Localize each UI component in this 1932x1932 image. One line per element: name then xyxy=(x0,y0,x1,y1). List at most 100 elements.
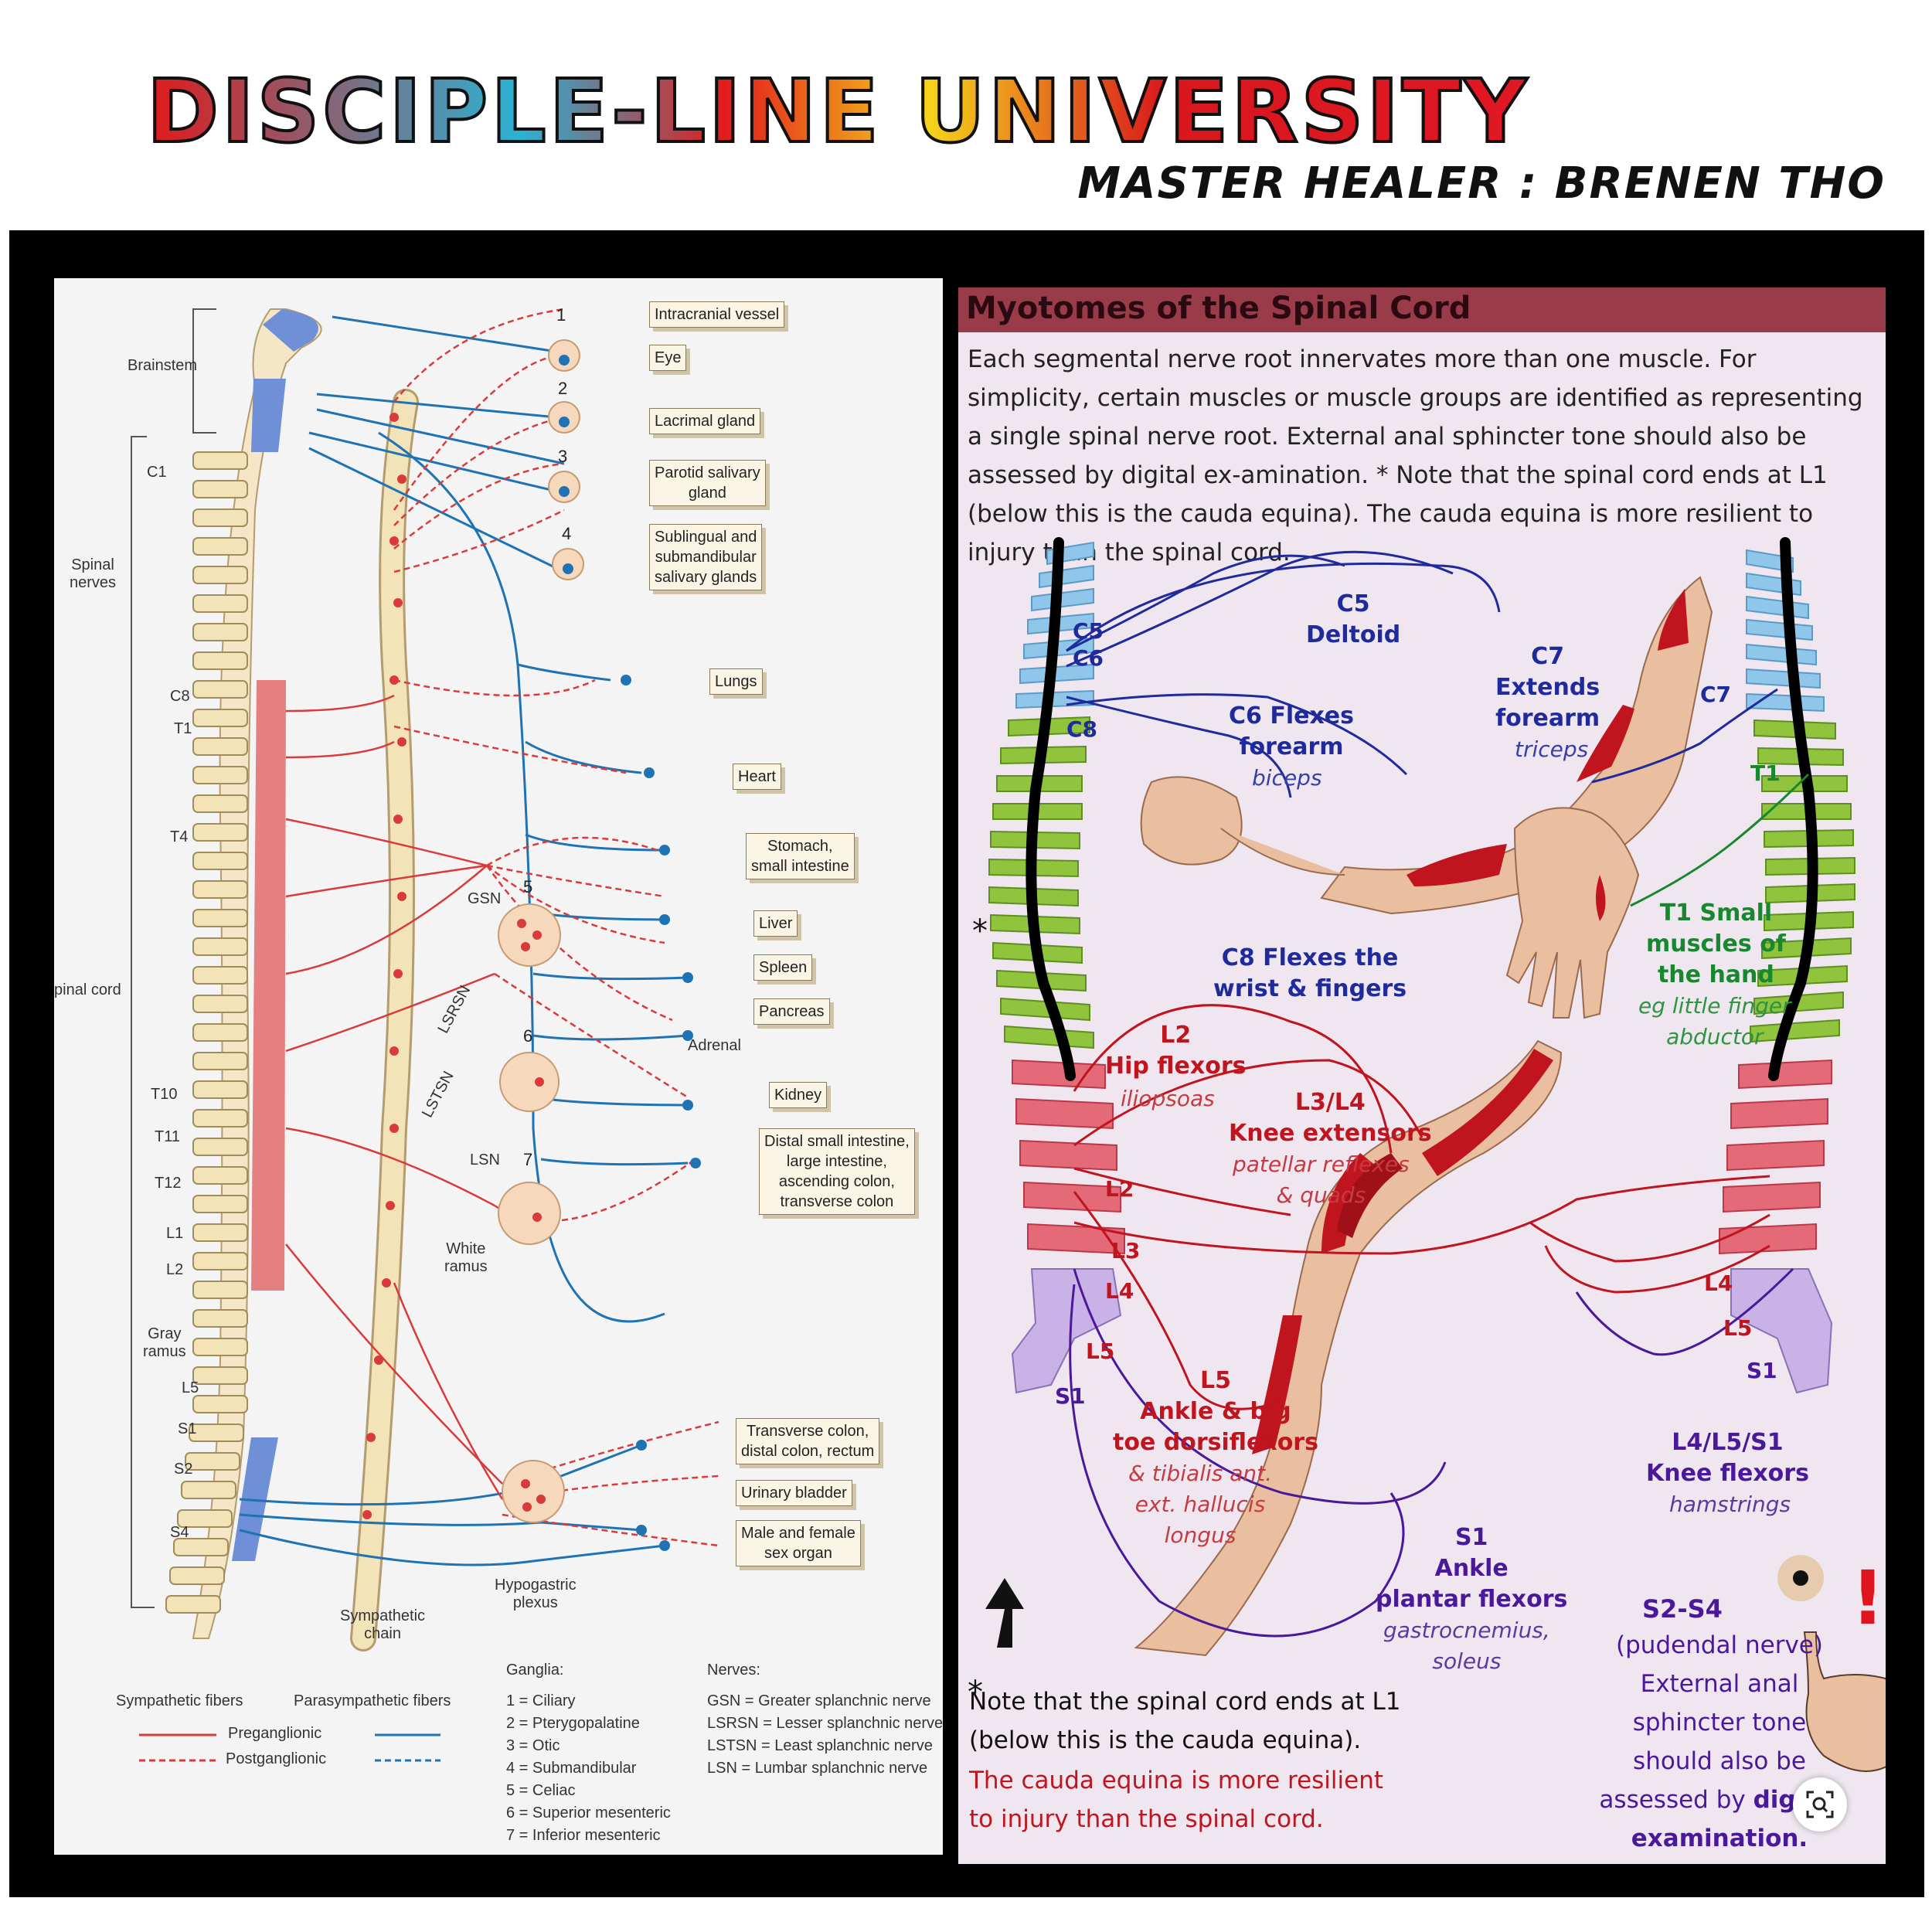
vertebral-column xyxy=(165,451,248,1614)
legend-ganglia-3: 3 = Otic xyxy=(506,1737,560,1754)
ganglion-number-2: 2 xyxy=(558,379,568,398)
ganglion-number-4: 4 xyxy=(562,524,572,543)
level-t1: T1 xyxy=(174,720,192,737)
myotome-c7-muscle: triceps xyxy=(1515,736,1589,762)
legend-ganglia-7: 7 = Inferior mesenteric xyxy=(506,1827,661,1844)
legend-nerves-title: Nerves: xyxy=(707,1662,760,1679)
myotome-c5-title: C5 Deltoid xyxy=(1306,590,1401,648)
level-l2: L2 xyxy=(166,1261,184,1278)
organ-lacrimal-gland: Lacrimal gland xyxy=(649,408,761,434)
level-t12: T12 xyxy=(155,1175,182,1192)
level-s1: S1 xyxy=(178,1420,197,1437)
level-c1: C1 xyxy=(147,464,167,481)
level-t11: T11 xyxy=(155,1128,180,1145)
legend-postganglionic: Postganglionic xyxy=(226,1750,327,1767)
myotomes-intro: Each segmental nerve root innervates mor… xyxy=(968,345,1863,566)
right-seg-s1: S1 xyxy=(1747,1358,1777,1383)
leg-illustration xyxy=(1134,1039,1563,1657)
myotome-s1-muscle: gastrocnemius, soleus xyxy=(1383,1617,1550,1674)
myotomes-title-bar xyxy=(958,287,1886,332)
organ-transverse-colon-rectum: Transverse colon, distal colon, rectum xyxy=(736,1418,880,1464)
exclamation-mark: ! xyxy=(1851,1555,1885,1641)
myotome-l34-muscle: patellar reflexes & quads xyxy=(1233,1151,1410,1208)
myotome-l2-muscle: iliopsoas xyxy=(1121,1086,1215,1111)
label-spinal-cord: pinal cord xyxy=(54,981,121,998)
ganglion-number-5: 5 xyxy=(523,877,533,896)
left-seg-c6: C6 xyxy=(1073,645,1104,671)
cord-end-asterisk: * xyxy=(972,913,988,949)
ganglion-number-1: 1 xyxy=(556,305,566,325)
left-seg-l5: L5 xyxy=(1086,1338,1115,1364)
right-seg-t1: T1 xyxy=(1750,760,1781,786)
brainstem-blue-region xyxy=(263,309,318,352)
organ-lungs: Lungs xyxy=(709,668,763,695)
organ-intracranial-vessel: Intracranial vessel xyxy=(649,301,785,328)
myotome-s2s4-title: S2-S4 xyxy=(1642,1594,1723,1624)
sympathetic-preganglionic-fibers xyxy=(285,694,504,1500)
level-s4: S4 xyxy=(170,1524,189,1541)
ganglion-number-6: 6 xyxy=(523,1026,533,1046)
legend-ganglia-5: 5 = Celiac xyxy=(506,1782,576,1799)
myotome-c8-title: C8 Flexes the wrist & fingers xyxy=(1213,944,1407,1002)
ganglion-number-3: 3 xyxy=(558,447,568,466)
thoracolumbar-red-region xyxy=(251,680,286,1291)
organ-urinary-bladder: Urinary bladder xyxy=(736,1480,852,1506)
up-arrow-icon xyxy=(985,1578,1024,1648)
left-seg-l2: L2 xyxy=(1105,1176,1134,1202)
legend-ganglia-2: 2 = Pterygopalatine xyxy=(506,1715,640,1732)
note-text-black: Note that the spinal cord ends at L1 (be… xyxy=(969,1688,1401,1754)
level-l1: L1 xyxy=(166,1225,184,1242)
label-lsn: LSN xyxy=(470,1151,500,1168)
myotome-c7-title: C7 Extends forearm xyxy=(1495,643,1600,732)
note-asterisk: * xyxy=(968,1675,983,1710)
label-sympathetic-chain: Sympathetic chain xyxy=(340,1607,426,1642)
left-seg-c5: C5 xyxy=(1073,618,1104,644)
sympathetic-postganglionic-fibers xyxy=(393,308,719,1547)
myotome-s1-title: S1 Ankle plantar flexors xyxy=(1376,1524,1568,1613)
myotome-l5-title: L5 Ankle & big toe dorsiflexors xyxy=(1113,1367,1318,1456)
page-title: Disciple-Line University xyxy=(145,60,1847,164)
left-seg-s1: S1 xyxy=(1055,1383,1086,1409)
right-seg-l4: L4 xyxy=(1704,1270,1733,1296)
organ-sublingual-submandibular-glands: Sublingual and submandibular salivary gl… xyxy=(649,524,763,590)
hand-illustration xyxy=(1505,807,1640,1019)
label-gsn: GSN xyxy=(468,890,502,907)
organ-distal-small-intestine: Distal small intestine, large intestine,… xyxy=(759,1128,915,1215)
ganglion-number-7: 7 xyxy=(523,1150,533,1169)
myotome-t1-title: T1 Small muscles of the hand xyxy=(1646,900,1786,988)
page-subtitle: Master Healer : BRENEN THO xyxy=(1077,158,1886,209)
myotome-t1-muscle: eg little finger abductor xyxy=(1638,993,1791,1049)
legend-nerve-gsn: GSN = Greater splanchnic nerve xyxy=(707,1692,931,1709)
level-s2: S2 xyxy=(174,1461,193,1478)
myotome-l34-title: L3/L4 Knee extensors xyxy=(1229,1089,1432,1147)
myotome-l4l5s1-title: L4/L5/S1 Knee flexors xyxy=(1646,1429,1809,1487)
myotomes-title: Myotomes of the Spinal Cord xyxy=(966,291,1471,326)
myotome-c6-muscle: biceps xyxy=(1252,765,1322,791)
legend-ganglia-6: 6 = Superior mesenteric xyxy=(506,1804,671,1821)
pointing-hand-icon xyxy=(1803,1631,1886,1772)
right-seg-c7: C7 xyxy=(1700,682,1732,707)
legend-parasympathetic: Parasympathetic fibers xyxy=(294,1692,451,1709)
myotomes-panel: Myotomes of the Spinal Cord Each segment… xyxy=(958,287,1886,1864)
legend-nerve-lstsn: LSTSN = Least splanchnic nerve xyxy=(707,1737,933,1754)
organ-spleen: Spleen xyxy=(753,954,813,981)
visual-search-button[interactable] xyxy=(1793,1777,1847,1832)
visual-search-icon xyxy=(1806,1791,1834,1818)
myotome-s2s4-text: (pudendal nerve) External anal sphincter… xyxy=(1599,1631,1823,1814)
left-seg-l4: L4 xyxy=(1105,1278,1134,1304)
right-spine xyxy=(1719,537,1855,1394)
organ-heart: Heart xyxy=(733,764,781,790)
level-c8: C8 xyxy=(170,688,190,705)
myotome-s2s4-body: (pudendal nerve) External anal sphincter… xyxy=(1565,1626,1874,1858)
organ-kidney: Kidney xyxy=(769,1082,828,1108)
right-seg-l5: L5 xyxy=(1723,1315,1753,1341)
myotome-c6-title: C6 Flexes forearm xyxy=(1229,702,1355,760)
label-spinal-nerves: Spinal nerves xyxy=(70,556,117,591)
myotome-l4l5s1-muscle: hamstrings xyxy=(1669,1492,1791,1517)
label-hypogastric-plexus: Hypogastric plexus xyxy=(495,1577,577,1611)
left-spinal-cord-line xyxy=(1026,537,1076,1081)
legend-nerve-lsrsn: LSRSN = Lesser splanchnic nerve xyxy=(707,1715,944,1732)
note-text-red: The cauda equina is more resilient to in… xyxy=(969,1767,1384,1833)
cranial-blue-region xyxy=(251,379,286,452)
autonomic-diagram-panel: Brainstem Spinal nerves pinal cord White… xyxy=(54,278,943,1855)
